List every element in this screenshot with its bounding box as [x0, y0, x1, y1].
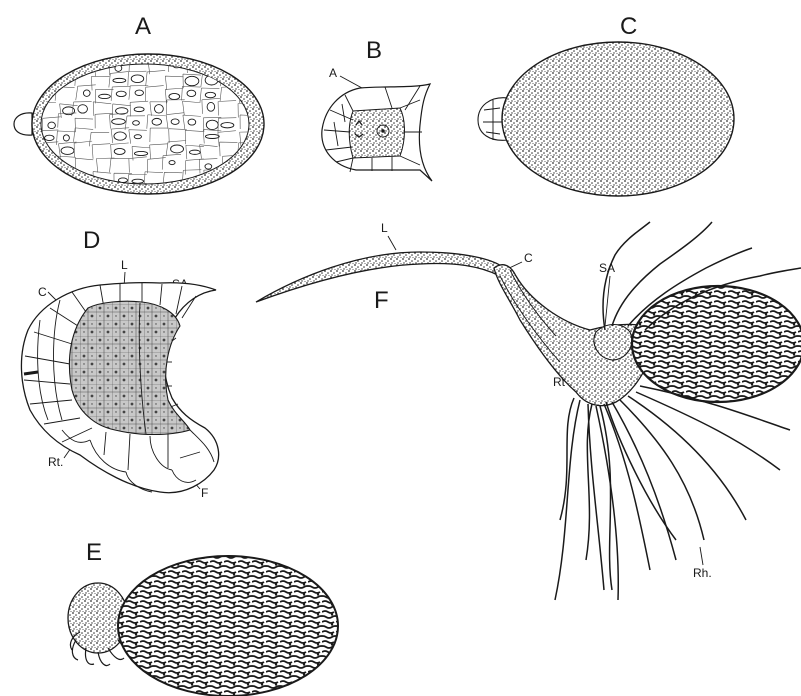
- vacuole: [205, 164, 212, 169]
- panel-f-label-sa: SA: [599, 261, 615, 275]
- cell-wall: [41, 172, 59, 186]
- panel-e-letter: E: [86, 539, 102, 566]
- panel-f-label-c: C: [524, 251, 533, 265]
- vacuole: [82, 190, 94, 199]
- panel-f-embryo-mass: [632, 286, 801, 402]
- vacuole: [78, 105, 88, 113]
- vacuole: [97, 191, 106, 195]
- vacuole: [114, 132, 126, 140]
- vacuole: [134, 151, 147, 155]
- panel-c: C: [478, 13, 734, 196]
- panel-b-label-a: A: [329, 66, 337, 80]
- panel-d-letter: D: [83, 227, 100, 254]
- vacuole: [188, 119, 196, 125]
- cell-wall: [58, 182, 78, 198]
- vacuole: [169, 161, 175, 165]
- vacuole: [154, 105, 163, 113]
- panel-d-label-rt: Rt.: [48, 455, 63, 469]
- cell-wall: [24, 372, 38, 374]
- rhizoid: [636, 392, 780, 470]
- vacuole: [118, 178, 127, 183]
- vacuole: [131, 75, 144, 83]
- panel-f-rhizoids: [555, 386, 790, 600]
- vacuole: [132, 179, 144, 183]
- vacuole: [171, 145, 184, 153]
- panel-a-letter: A: [135, 13, 151, 40]
- vacuole: [243, 188, 253, 195]
- rhizoid: [596, 406, 618, 600]
- vacuole: [169, 93, 180, 99]
- cell-wall: [39, 59, 58, 75]
- vacuole: [112, 119, 126, 125]
- vacuole: [187, 90, 196, 96]
- cell-wall: [239, 183, 258, 198]
- vacuole: [133, 121, 140, 126]
- panel-b-letter: B: [366, 37, 382, 64]
- panel-d-embryo: [69, 301, 190, 434]
- vacuole: [205, 134, 219, 138]
- vacuole: [113, 78, 126, 82]
- panel-b-leader-a: [340, 76, 362, 88]
- vacuole: [171, 119, 179, 124]
- cell-wall: [79, 188, 97, 202]
- vacuole: [134, 107, 144, 112]
- vacuole: [189, 150, 200, 154]
- vacuole: [225, 187, 236, 197]
- vacuole: [134, 135, 141, 139]
- cell-wall: [202, 185, 220, 201]
- cell-wall: [234, 170, 254, 184]
- panel-a: A: [14, 13, 264, 202]
- vacuole: [116, 91, 126, 96]
- panel-f-letter: F: [374, 287, 389, 314]
- panel-d: D C L SA Rt. F: [21, 227, 218, 500]
- vacuole: [207, 102, 215, 111]
- vacuole: [83, 90, 90, 96]
- panel-f-shoot-apex: [594, 325, 632, 361]
- vacuole: [99, 94, 111, 98]
- vacuole: [206, 120, 218, 129]
- vacuole: [63, 135, 69, 141]
- panel-d-label-c: C: [38, 285, 47, 299]
- panel-c-letter: C: [620, 13, 637, 40]
- panel-e-embryo-mass: [118, 556, 338, 696]
- panel-f-label-l: L: [381, 221, 388, 235]
- cell-wall: [235, 59, 254, 75]
- vacuole: [185, 76, 199, 85]
- cell-wall: [221, 185, 239, 199]
- cell-wall: [37, 184, 57, 200]
- panel-b: B A: [322, 37, 432, 181]
- panel-e: E: [68, 539, 338, 696]
- vacuole: [114, 148, 125, 154]
- vacuole: [241, 64, 250, 73]
- vacuole: [243, 164, 257, 169]
- vacuole: [205, 92, 215, 97]
- panel-f-label-rh: Rh.: [693, 566, 712, 580]
- panel-d-label-l: L: [121, 258, 128, 272]
- panel-c-embryo-mass: [502, 42, 734, 196]
- vacuole: [152, 118, 161, 125]
- panel-f: F L C SA Rt Rh.: [256, 221, 801, 600]
- vacuole: [45, 135, 55, 140]
- vacuole: [135, 90, 143, 95]
- vacuole: [221, 123, 234, 128]
- panel-d-label-f: F: [201, 486, 208, 500]
- vacuole: [61, 147, 74, 155]
- panel-a-suspensor: [14, 113, 32, 135]
- vacuole: [241, 172, 249, 182]
- vacuole: [48, 122, 56, 129]
